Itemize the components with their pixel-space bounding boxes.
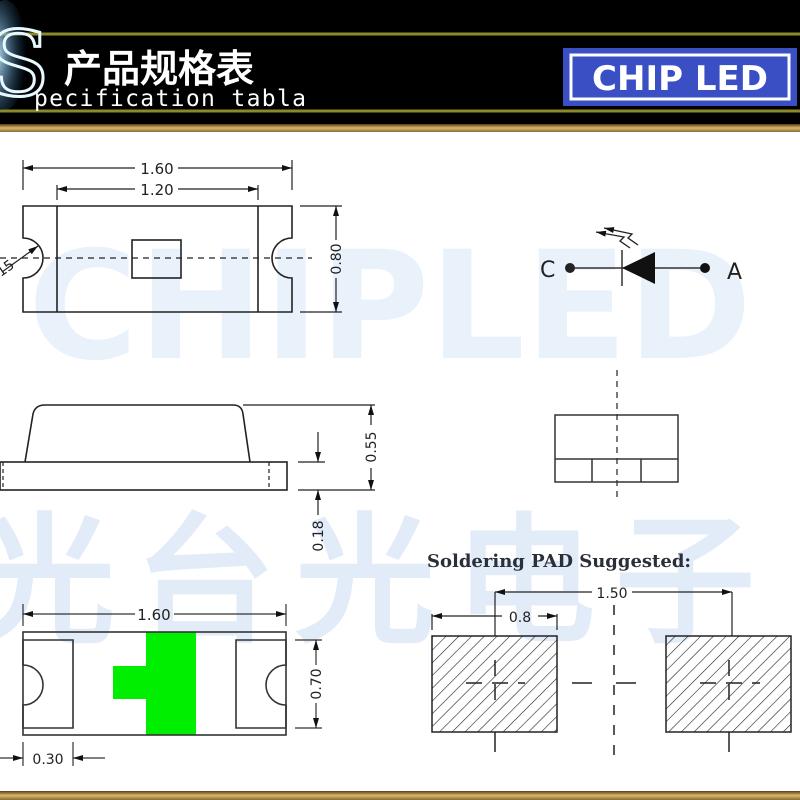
top-view: [0, 160, 342, 313]
watermark-en: CHIPLED: [28, 220, 752, 394]
anode-label: A: [727, 260, 742, 285]
end-view: [554, 370, 679, 500]
dim-radius: 15: [0, 257, 18, 280]
logo-icon: S: [0, 12, 50, 117]
dim-length: 1.60: [140, 160, 173, 178]
footer-bar: [0, 791, 800, 800]
chip-led-badge: [563, 48, 797, 106]
solder-pad-title: Soldering PAD Suggested:: [427, 551, 691, 572]
dim-pad-pitch: 1.50: [596, 586, 627, 602]
page-title: 产品规格表: [64, 47, 254, 91]
cathode-label: C: [540, 258, 555, 283]
polarity-mark: [146, 632, 196, 735]
dim-base-height: 0.18: [311, 520, 327, 551]
dim-height: 0.55: [364, 431, 380, 462]
logo-glow: [0, 0, 27, 110]
chip-led-label: CHIP LED: [592, 59, 768, 99]
page-subtitle: pecification tabla: [34, 86, 306, 112]
dim-inner-length: 1.20: [140, 181, 173, 199]
bottom-view: [0, 604, 322, 766]
dim-pad-width: 0.8: [509, 610, 531, 626]
dim-bottom-length: 1.60: [137, 606, 170, 624]
watermark-cn: 光台光电子: [0, 501, 775, 664]
dim-width: 0.80: [329, 243, 345, 274]
dim-pad-length: 0.30: [32, 752, 63, 768]
solder-pad-drawing: [431, 589, 792, 760]
side-view: [0, 404, 375, 515]
led-symbol-icon: [565, 227, 710, 286]
header: S 产品规格表 pecification tabla CHIP LED: [0, 0, 800, 132]
watermark: CHIPLED 光台光电子: [0, 220, 775, 664]
dim-bottom-width: 0.70: [309, 668, 325, 699]
